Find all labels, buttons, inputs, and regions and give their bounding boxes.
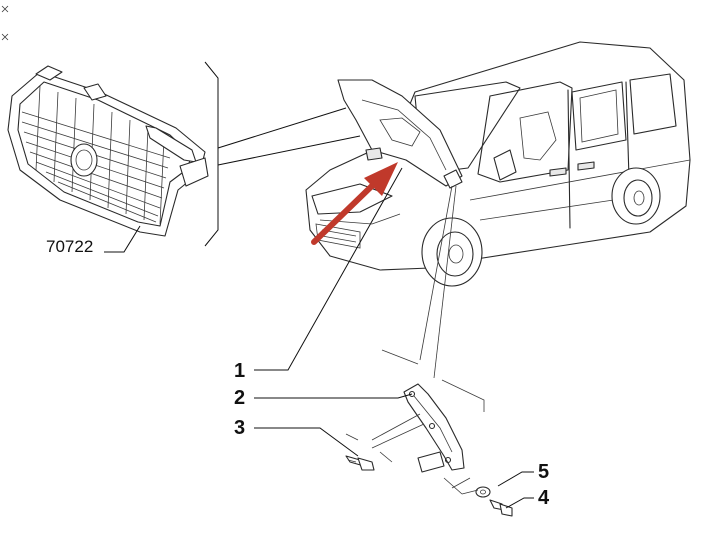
grille-leader-line <box>104 225 141 253</box>
callout-5: 5 <box>538 461 549 483</box>
hinge-illustration <box>403 383 465 473</box>
callout-1-leader <box>254 167 403 371</box>
callout-4: 4 <box>538 487 550 509</box>
callout-1: 1 <box>234 360 245 382</box>
corner-mark <box>1 5 9 41</box>
bonnet-illustration <box>337 79 463 189</box>
emblem-icon <box>70 143 98 177</box>
washer-part-5-illustration <box>475 486 491 498</box>
bolt-part-4-illustration <box>489 499 513 517</box>
van-illustration <box>305 41 691 287</box>
front-grille-illustration <box>7 65 209 237</box>
bolt-part-3-illustration <box>345 455 375 471</box>
grille-part-number: 70722 <box>46 237 93 256</box>
callout-3: 3 <box>234 417 245 439</box>
callout-2: 2 <box>234 387 245 409</box>
direction-arrow-icon <box>311 162 398 245</box>
